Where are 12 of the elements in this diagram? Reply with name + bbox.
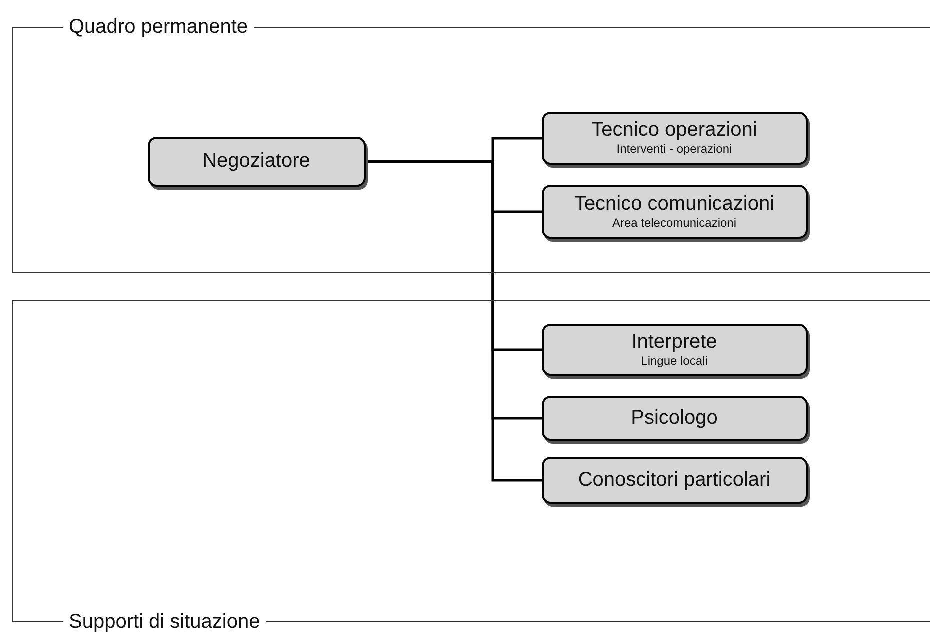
group-title: Quadro permanente [63, 16, 254, 38]
role-description: Area telecomunicazioni [612, 216, 737, 230]
connector-line [366, 160, 542, 482]
group-title: Supporti di situazione [63, 611, 266, 632]
role-description: Interventi - operazioni [616, 142, 732, 157]
role-description: Lingue locali [641, 354, 708, 368]
role-title: Tecnico comunicazioni [574, 192, 775, 216]
role-title: Psicologo [631, 406, 718, 430]
role-title: Conoscitori particolari [578, 468, 771, 492]
role-title: Negoziatore [202, 150, 310, 173]
role-title: Tecnico operazioni [592, 119, 758, 142]
role-title: Interprete [632, 330, 718, 354]
